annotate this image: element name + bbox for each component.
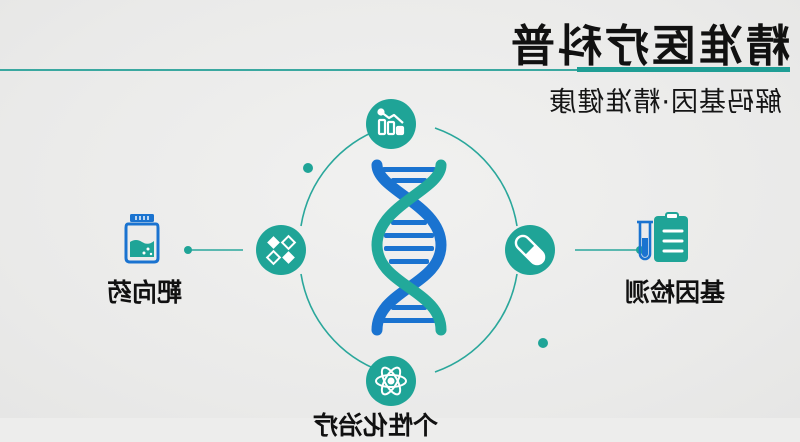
node-top[interactable]: [366, 99, 416, 149]
connector-dot: [184, 246, 192, 254]
side-item-targeted-drug[interactable]: [124, 214, 160, 264]
label-gene-test: 基因检测: [624, 278, 725, 307]
pill-capsule-icon: [514, 234, 546, 266]
orbit-dot: [538, 338, 548, 348]
diagram-canvas: [124, 99, 688, 406]
test-tube-clipboard-icon: [637, 212, 688, 262]
dna-helix-icon: [371, 159, 447, 336]
orbit-ring: [300, 127, 518, 373]
chart-trend-icon: [377, 108, 405, 136]
medicine-bottle-icon: [124, 214, 160, 264]
node-bottom[interactable]: [366, 356, 416, 406]
label-bottom: 个性化治疗: [312, 411, 438, 440]
side-item-gene-test[interactable]: [637, 212, 688, 262]
node-pill[interactable]: [505, 225, 555, 275]
orbit-dot: [303, 163, 313, 173]
atom-icon: [375, 366, 407, 396]
node-molecule[interactable]: [256, 225, 306, 275]
label-targeted-drug: 靶向药: [106, 278, 182, 307]
